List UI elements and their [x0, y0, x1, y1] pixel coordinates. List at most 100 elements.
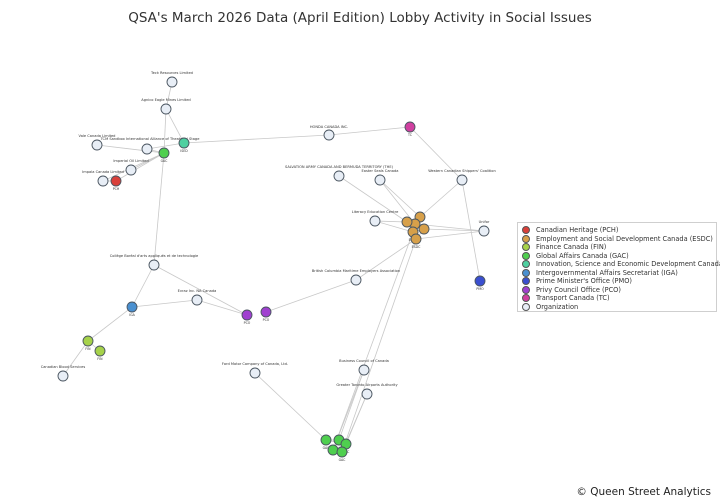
organization-node[interactable]: Western Canadian Shippers' Coalition [428, 169, 496, 186]
node-label: SALVATION ARMY CANADA AND BERMUDA TERRIT… [285, 165, 394, 169]
organization-node[interactable]: Unifor [478, 220, 490, 237]
organization-node[interactable]: TCM Sandbox International Alliance of Th… [100, 137, 201, 155]
graph-edge [332, 231, 414, 451]
legend-item[interactable]: Finance Canada (FIN) [522, 243, 712, 252]
node-circle[interactable] [178, 137, 190, 149]
node-circle[interactable] [148, 259, 160, 271]
organization-node[interactable]: Canadian Blood Services [41, 365, 86, 382]
node-label: Business Council of Canada [339, 359, 389, 363]
node-circle[interactable] [374, 174, 386, 186]
department-node[interactable] [418, 223, 430, 235]
node-circle[interactable] [141, 143, 153, 155]
node-label: Unifor [479, 220, 490, 224]
node-circle[interactable] [260, 306, 272, 318]
department-node[interactable] [401, 216, 413, 228]
department-node[interactable]: FIN [82, 335, 94, 351]
department-node[interactable]: PCO [260, 306, 272, 322]
department-node[interactable]: PCH [110, 175, 122, 191]
legend-swatch-icon [522, 294, 530, 303]
node-circle[interactable] [191, 294, 203, 306]
department-node[interactable]: PMO [474, 275, 486, 291]
node-label: Western Canadian Shippers' Coalition [428, 169, 496, 173]
node-circle[interactable] [369, 215, 381, 227]
organization-node[interactable]: Literacy Education Centre [352, 210, 399, 227]
node-circle[interactable] [327, 444, 339, 456]
organization-node[interactable]: Business Council of Canada [339, 359, 389, 376]
node-circle[interactable] [91, 139, 103, 151]
node-circle[interactable] [320, 434, 332, 446]
legend-item[interactable]: Employment and Social Development Canada… [522, 234, 713, 244]
organization-node[interactable]: Greater Toronto Airports Authority [336, 383, 398, 400]
node-circle[interactable] [125, 164, 137, 176]
organization-node[interactable]: Imperial Oil Limited [113, 159, 149, 176]
node-circle[interactable] [358, 364, 370, 376]
organization-node[interactable]: Collège Boréal d'arts appliqués et de te… [110, 254, 199, 271]
legend-item[interactable]: Intergovernmental Affairs Secretariat (I… [522, 268, 712, 278]
department-node[interactable]: GAC [158, 147, 170, 163]
node-circle[interactable] [160, 103, 172, 115]
legend-label: Organization [536, 302, 579, 311]
node-circle[interactable] [126, 301, 138, 313]
node-circle[interactable] [474, 275, 486, 287]
chart-title: QSA's March 2026 Data (April Edition) Lo… [128, 10, 592, 26]
node-circle[interactable] [456, 174, 468, 186]
organization-node[interactable]: HONDA CANADA INC. [310, 125, 348, 141]
node-circle[interactable] [478, 225, 490, 237]
node-circle[interactable] [404, 121, 416, 133]
node-circle[interactable] [418, 223, 430, 235]
department-node[interactable]: PCO [241, 309, 253, 325]
legend-item[interactable]: Prime Minister's Office (PMO) [522, 277, 712, 286]
node-circle[interactable] [361, 388, 373, 400]
organization-node[interactable]: Easter Seals Canada [362, 169, 399, 186]
legend-item[interactable]: Transport Canada (TC) [522, 294, 712, 303]
node-circle[interactable] [57, 370, 69, 382]
node-code-label: FIN [85, 347, 91, 351]
node-label: Imperial Oil Limited [113, 159, 148, 163]
organization-node[interactable]: Vale Canada Limited [79, 134, 116, 151]
node-circle[interactable] [350, 274, 362, 286]
node-circle[interactable] [336, 446, 348, 458]
node-circle[interactable] [94, 345, 106, 357]
organization-node[interactable]: British Columbia Maritime Employers Asso… [312, 269, 400, 286]
node-circle[interactable] [333, 170, 345, 182]
graph-edge [254, 372, 327, 441]
legend-item[interactable]: Canadian Heritage (PCH) [522, 226, 712, 235]
organization-node[interactable]: Impala Canada Limited [82, 170, 124, 187]
graph-edge [415, 230, 485, 240]
department-node[interactable]: FIN [94, 345, 106, 361]
node-circle[interactable] [241, 309, 253, 321]
department-node[interactable]: IGA [126, 301, 138, 317]
node-code-label: PCH [113, 187, 120, 191]
node-circle[interactable] [249, 367, 261, 379]
node-circle[interactable] [166, 76, 178, 88]
organization-node[interactable]: Ford Motor Company of Canada, Ltd. [222, 362, 288, 379]
organization-node[interactable]: Teck Resources Limited [150, 71, 193, 88]
node-circle[interactable] [82, 335, 94, 347]
legend-swatch-icon [522, 302, 530, 311]
department-node[interactable]: GAC [336, 446, 348, 462]
department-node[interactable] [327, 444, 339, 456]
graph-edge [62, 340, 89, 377]
department-node[interactable]: ISED [178, 137, 190, 153]
department-node[interactable]: TC [404, 121, 416, 137]
legend-item[interactable]: Organization [522, 302, 712, 312]
organization-node[interactable]: SALVATION ARMY CANADA AND BERMUDA TERRIT… [285, 165, 394, 182]
node-code-label: GAC [323, 446, 331, 450]
node-circle[interactable] [97, 175, 109, 187]
node-code-label: GAC [339, 458, 347, 462]
department-node[interactable]: GAC [320, 434, 332, 450]
node-circle[interactable] [158, 147, 170, 159]
node-circle[interactable] [110, 175, 122, 187]
department-node[interactable]: ESDC [410, 233, 422, 249]
legend-label: Privy Council Office (PCO) [536, 285, 621, 294]
node-circle[interactable] [410, 233, 422, 245]
node-circle[interactable] [401, 216, 413, 228]
node-circle[interactable] [323, 129, 335, 141]
legend-item[interactable]: Innovation, Science and Economic Develop… [522, 260, 720, 269]
node-label: HONDA CANADA INC. [310, 125, 348, 129]
legend-item[interactable]: Global Affairs Canada (GAC) [522, 251, 712, 261]
organization-node[interactable]: Agnico Eagle Mines Limited [141, 98, 191, 115]
graph-edge [341, 238, 417, 453]
organization-node[interactable]: Evraz Inc. NA Canada [178, 289, 217, 306]
legend-item[interactable]: Privy Council Office (PCO) [522, 285, 712, 295]
